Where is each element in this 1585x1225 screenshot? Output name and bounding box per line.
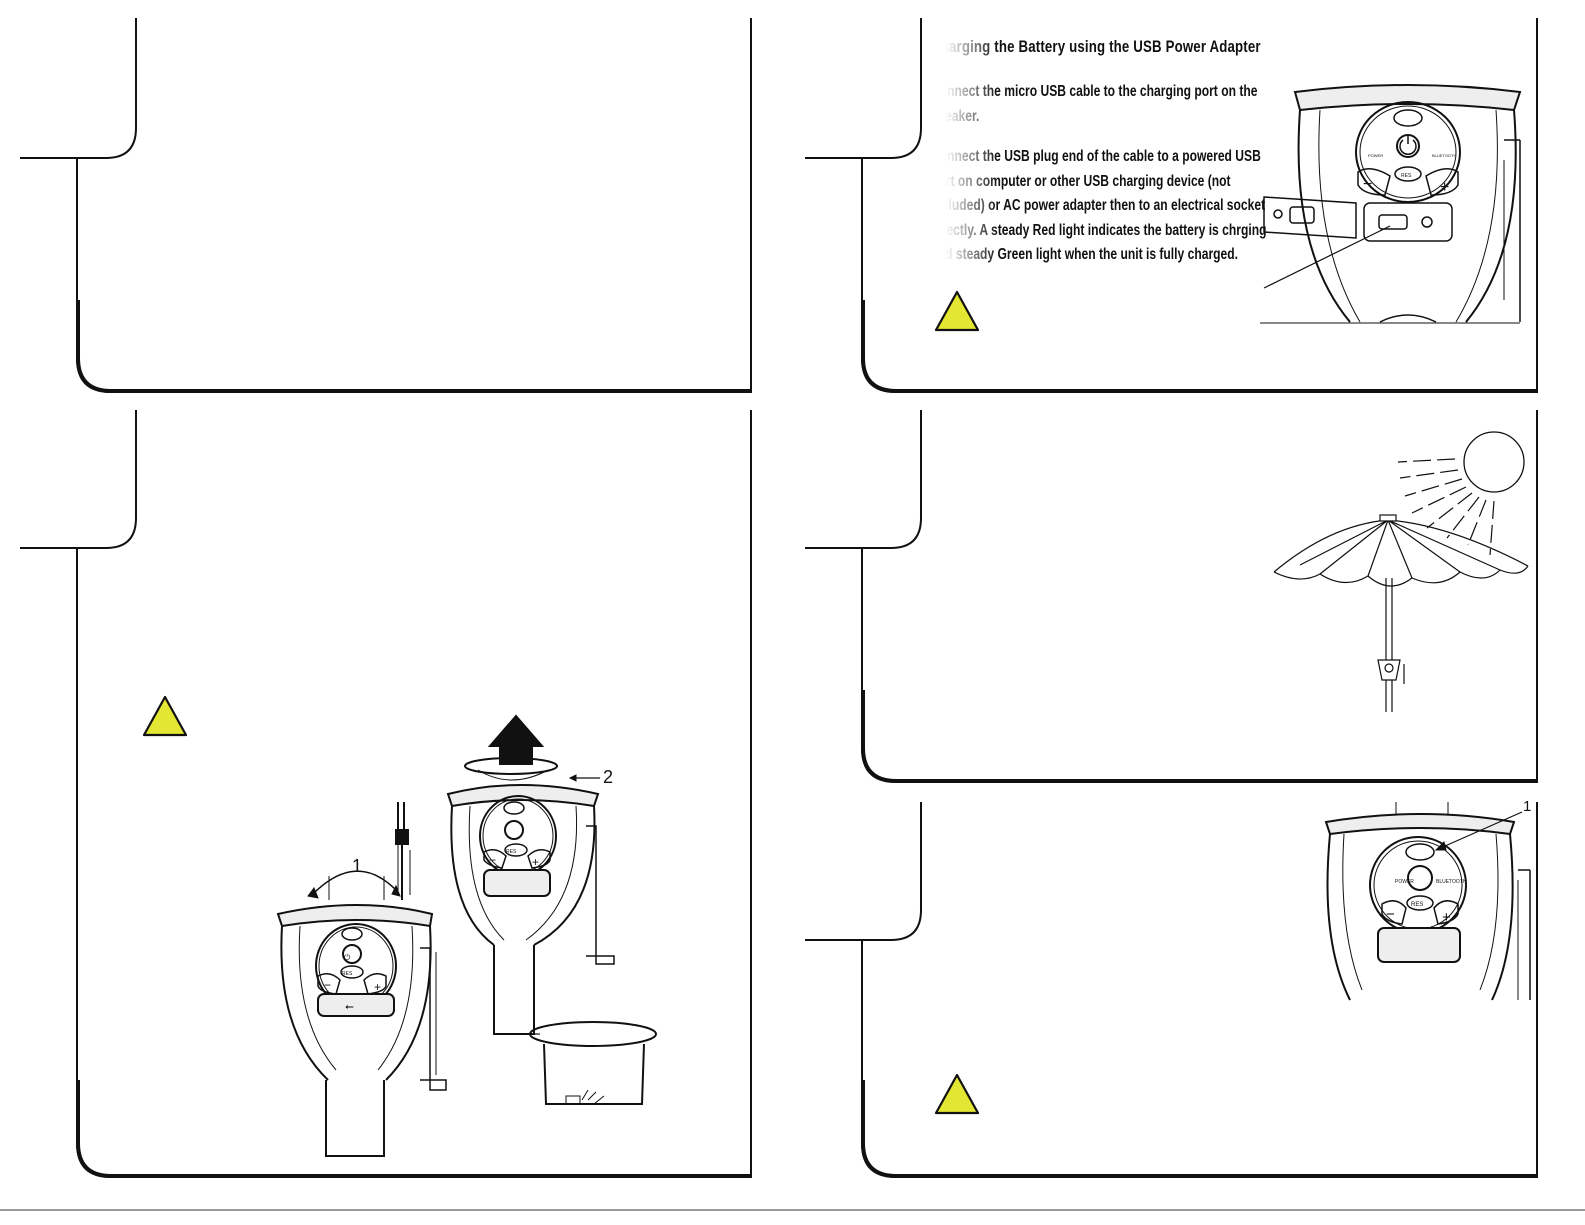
instruction-step-2: Connect the USB plug end of the cable to… xyxy=(931,145,1266,268)
speaker-charging-port-illustration xyxy=(1260,84,1522,324)
bluetooth-label: BLUETOOTH xyxy=(1432,153,1456,158)
warning-triangle-icon xyxy=(934,290,980,332)
svg-text:−: − xyxy=(489,853,496,867)
instruction-line: and steady Green light when the unit is … xyxy=(931,246,1239,263)
svg-text:RES: RES xyxy=(1411,902,1423,908)
svg-text:POWER: POWER xyxy=(1395,879,1414,885)
power-label: POWER xyxy=(1368,153,1383,158)
callout-number-1: 1 xyxy=(1523,798,1532,815)
callout-number-2: 2 xyxy=(603,767,614,787)
frame-top-left xyxy=(20,18,752,393)
warning-triangle-icon xyxy=(142,695,188,737)
speaker-front-illustration xyxy=(1324,802,1531,1001)
res-label: RES xyxy=(1401,173,1412,179)
instruction-line: port on computer or other USB charging d… xyxy=(931,172,1231,190)
section-heading: Charging the Battery using the USB Power… xyxy=(931,37,1261,56)
instruction-line: Connect the USB plug end of the cable to… xyxy=(931,148,1261,165)
warning-triangle-icon xyxy=(934,1073,980,1115)
svg-text:+: + xyxy=(1442,909,1451,926)
scan-fade xyxy=(928,30,998,290)
svg-text:⭠: ⭠ xyxy=(345,1000,354,1013)
svg-text:⏻: ⏻ xyxy=(344,953,351,962)
svg-text:+: + xyxy=(532,855,539,869)
svg-text:+: + xyxy=(374,980,381,994)
svg-text:+: + xyxy=(1440,179,1449,196)
svg-text:−: − xyxy=(1386,906,1395,923)
frame-mid-right xyxy=(805,410,1538,783)
svg-text:−: − xyxy=(324,978,331,992)
svg-text:RES: RES xyxy=(342,971,353,977)
svg-text:BLUETOOTH: BLUETOOTH xyxy=(1436,879,1467,885)
callout-number-1: 1 xyxy=(352,856,363,876)
svg-text:RES: RES xyxy=(506,849,517,855)
speaker-removal-illustration xyxy=(276,714,657,1157)
svg-text:−: − xyxy=(1363,176,1372,193)
instruction-line: Connect the micro USB cable to the charg… xyxy=(931,83,1258,100)
instruction-line: included) or AC power adapter then to an… xyxy=(931,197,1266,214)
instruction-line: directly. A steady Red light indicates t… xyxy=(931,221,1267,239)
frame-mid-left xyxy=(20,410,752,1178)
sun-umbrella-illustration xyxy=(1273,431,1529,712)
